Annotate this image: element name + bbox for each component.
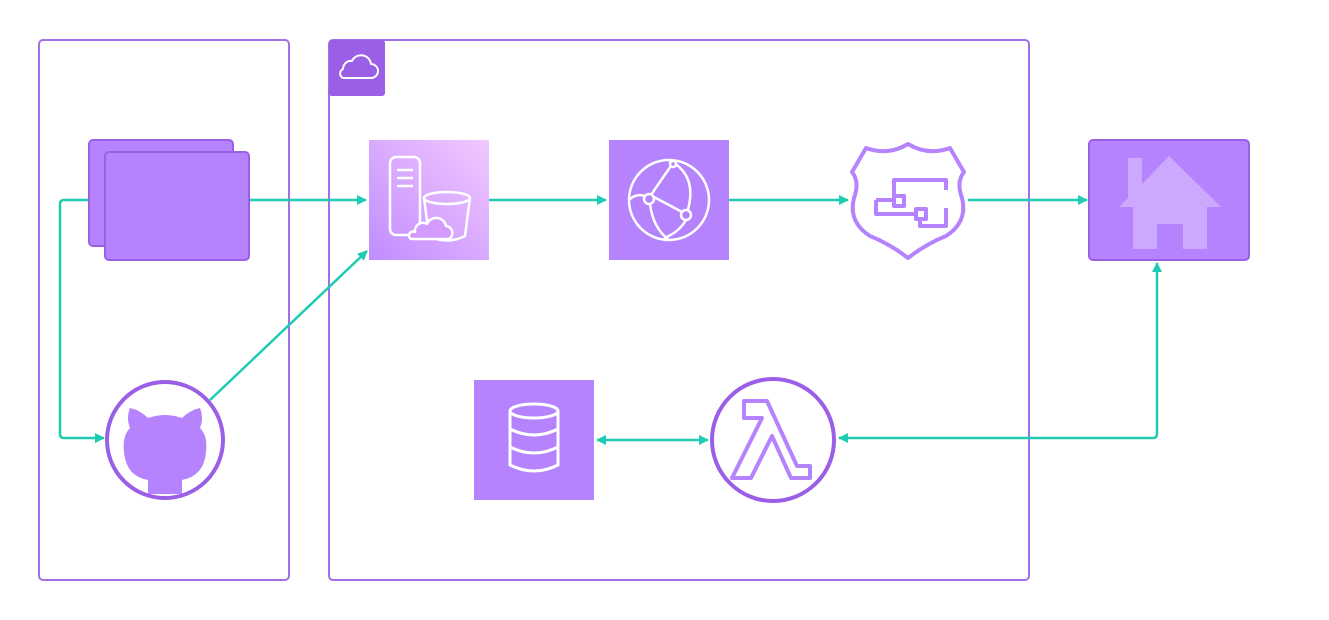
cloud-icon	[329, 40, 385, 96]
s3-storage-icon	[369, 140, 489, 260]
cloudfront-icon	[609, 140, 729, 260]
github-icon	[105, 380, 225, 500]
edge-lambda-home	[838, 262, 1162, 443]
edge-github-to-storage	[209, 250, 368, 401]
home-icon	[1088, 139, 1250, 261]
lambda-icon	[710, 377, 836, 503]
cloud-group	[328, 39, 1030, 581]
local-group	[38, 39, 290, 581]
database-icon	[474, 380, 594, 500]
api-gateway-shield-icon	[850, 142, 966, 260]
browser-windows-icon	[88, 139, 250, 261]
edge-browser-to-github	[58, 198, 105, 443]
edges	[58, 195, 1162, 445]
